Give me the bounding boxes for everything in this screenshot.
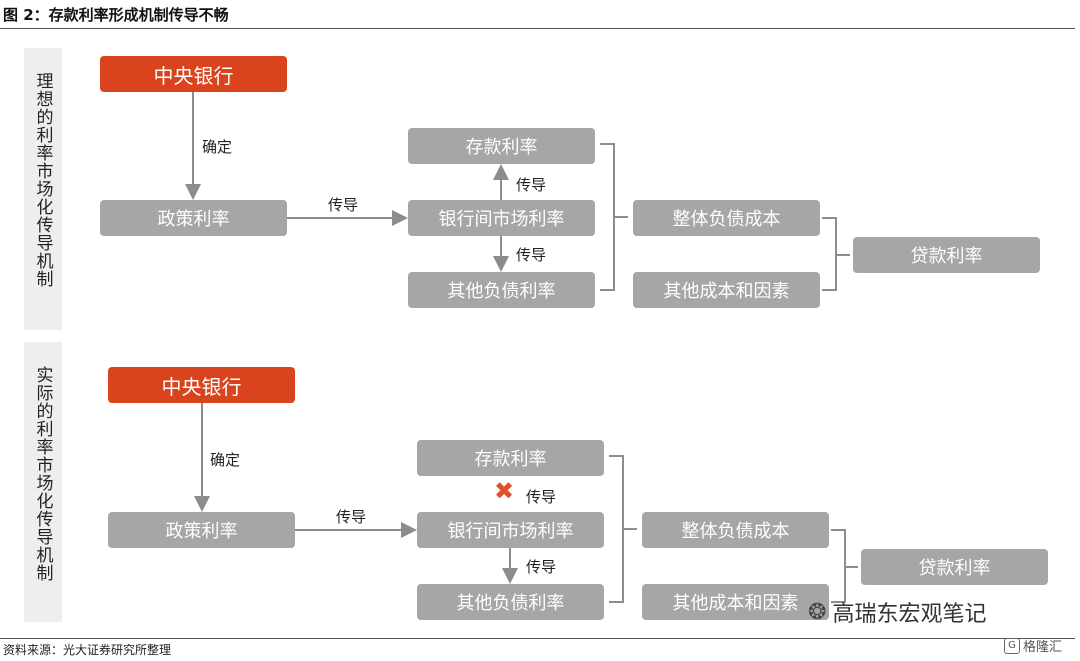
gelonghui-logo: G 格隆汇 <box>1004 636 1062 655</box>
policy-rate-box: 政策利率 <box>100 200 287 236</box>
g-logo-icon: G <box>1004 637 1020 654</box>
central-bank-box: 中央银行 <box>108 367 295 403</box>
bracket-costs <box>822 217 850 291</box>
overall-cost-box: 整体负债成本 <box>642 512 829 548</box>
transmit-label: 传导 <box>336 508 367 526</box>
loan-rate-box: 贷款利率 <box>861 549 1048 585</box>
side-label-text: 实际的利率市场化传导机制 <box>32 366 53 582</box>
up-transmit-label: 传导 <box>526 488 557 506</box>
down-transmit-label: 传导 <box>526 558 557 576</box>
deposit-rate-box: 存款利率 <box>417 440 604 476</box>
blocked-cross-icon: ✖ <box>494 477 515 505</box>
wechat-icon: ❂ <box>808 599 827 625</box>
source-note: 资料来源：光大证券研究所整理 <box>3 643 172 657</box>
other-factors-box: 其他成本和因素 <box>642 584 829 620</box>
interbank-rate-box: 银行间市场利率 <box>408 200 595 236</box>
central-bank-box: 中央银行 <box>100 56 287 92</box>
bracket-liabilities <box>609 455 637 603</box>
transmit-label: 传导 <box>328 196 359 214</box>
interbank-rate-box: 银行间市场利率 <box>417 512 604 548</box>
bracket-liabilities <box>600 143 628 291</box>
confirm-label: 确定 <box>202 138 233 156</box>
side-label-text: 理想的利率市场化传导机制 <box>32 72 53 288</box>
up-transmit-label: 传导 <box>516 176 547 194</box>
other-liability-rate-box: 其他负债利率 <box>408 272 595 308</box>
overall-cost-box: 整体负债成本 <box>633 200 820 236</box>
figure-title: 图 2：存款利率形成机制传导不畅 <box>3 6 229 24</box>
side-label-ideal: 理想的利率市场化传导机制 <box>24 48 62 330</box>
other-factors-box: 其他成本和因素 <box>633 272 820 308</box>
logo-text: 格隆汇 <box>1023 640 1063 655</box>
deposit-rate-box: 存款利率 <box>408 128 595 164</box>
bracket-costs <box>831 529 858 603</box>
side-label-actual: 实际的利率市场化传导机制 <box>24 342 62 622</box>
loan-rate-box: 贷款利率 <box>853 237 1040 273</box>
policy-rate-box: 政策利率 <box>108 512 295 548</box>
down-transmit-label: 传导 <box>516 246 547 264</box>
top-rule <box>0 28 1075 29</box>
bottom-rule <box>0 638 1075 639</box>
watermark: ❂ 高瑞东宏观笔记 <box>808 596 986 628</box>
confirm-label: 确定 <box>210 451 241 469</box>
watermark-text: 高瑞东宏观笔记 <box>832 602 987 627</box>
other-liability-rate-box: 其他负债利率 <box>417 584 604 620</box>
